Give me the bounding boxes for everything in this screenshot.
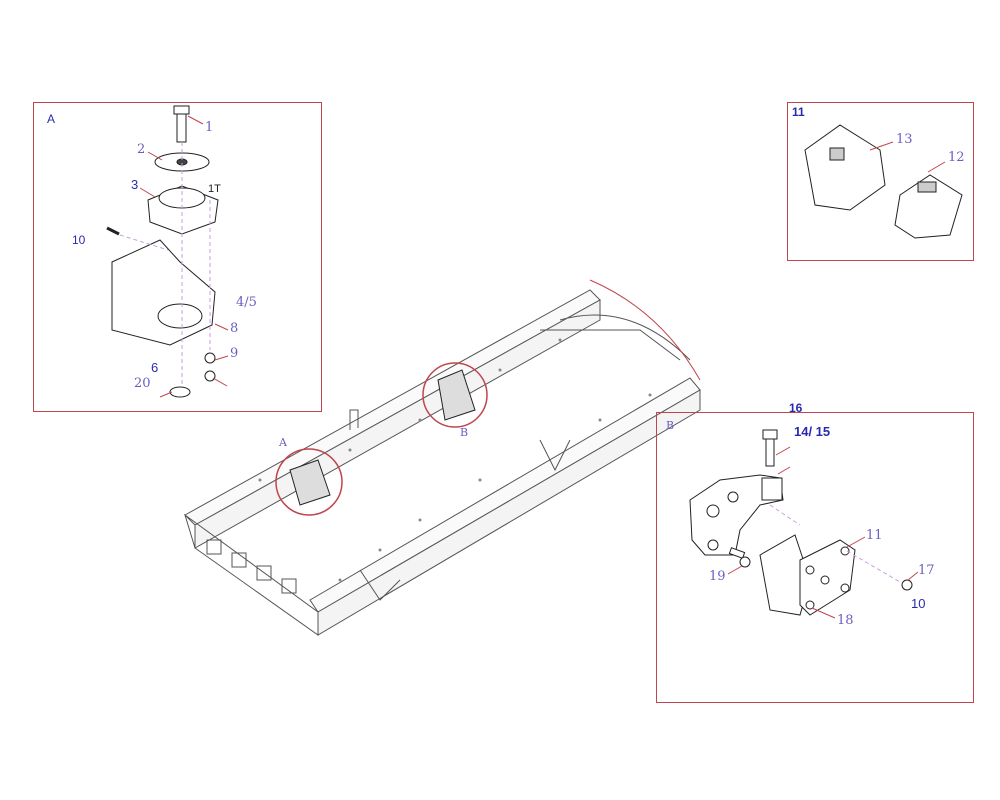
- detail-a-frame: [33, 102, 322, 412]
- part-label-9: 9: [230, 346, 239, 361]
- part-label-2: 2: [137, 142, 146, 157]
- nut-part: [204, 352, 216, 364]
- callout-circle-a: [275, 448, 343, 516]
- mount-a-on-frame: [289, 459, 331, 506]
- detail-b-leaders: [727, 446, 919, 619]
- detail-11-title: 11: [792, 105, 805, 119]
- callout-label-a: A: [279, 436, 287, 449]
- callout-circle-b: [422, 362, 488, 428]
- part-label-8: 8: [230, 321, 239, 336]
- detail-b-top-label: 16: [789, 401, 803, 415]
- detail-b-frame: [656, 412, 974, 703]
- callout-label-b: B: [460, 426, 469, 439]
- part-label-17: 17: [918, 563, 935, 578]
- truck-frame: [184, 279, 701, 636]
- detail-b-parts: [689, 429, 913, 616]
- detail-11-leaders: [869, 141, 946, 173]
- detail-a-title: A: [47, 112, 56, 126]
- part-label-11: 11: [866, 528, 883, 543]
- part-label-18: 18: [837, 613, 854, 628]
- detail-11-parts: [804, 124, 963, 239]
- part-label-19: 19: [709, 569, 726, 584]
- detail-11-frame: [787, 102, 974, 261]
- part-label-13: 13: [896, 132, 913, 147]
- part-label-1t: 1T: [208, 183, 221, 195]
- part-label-6: 6: [151, 360, 159, 375]
- part-label-10-b: 10: [911, 596, 926, 611]
- part-label-14-15: 14/ 15: [794, 424, 831, 439]
- part-label-12: 12: [948, 150, 965, 165]
- mount-b-on-frame: [437, 369, 476, 421]
- part-label-10: 10: [72, 233, 86, 247]
- detail-b-title: B: [666, 419, 675, 432]
- detail-a-axis: [119, 142, 211, 385]
- detail-a-leaders: [139, 115, 229, 398]
- part-label-3: 3: [131, 177, 139, 192]
- part-label-4-5: 4/5: [236, 295, 257, 310]
- part-label-20: 20: [134, 376, 151, 391]
- part-label-1: 1: [205, 120, 214, 135]
